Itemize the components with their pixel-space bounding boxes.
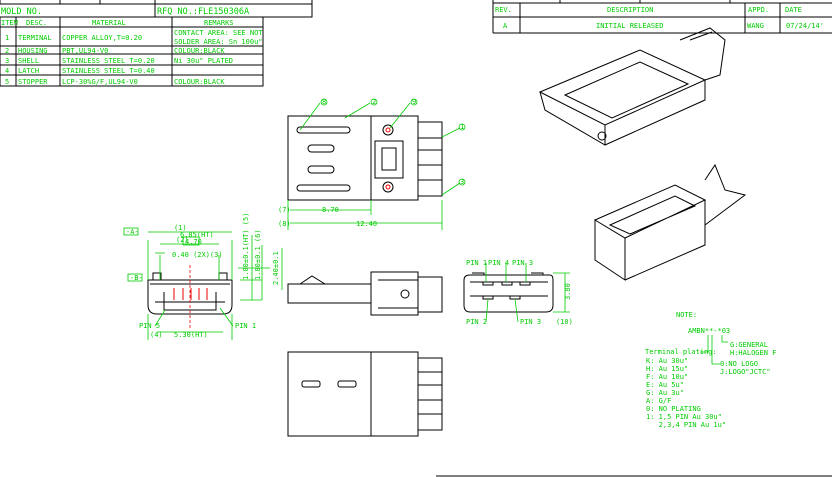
end-view: PIN 1 PIN 4 PIN 3 PIN 2 PIN 3 3.80 (10) (463, 259, 573, 326)
dim-7-value: 8.70 (322, 206, 339, 214)
dim-2-label: (2) (176, 236, 189, 244)
h-option: H:HALOGEN F (730, 349, 776, 357)
bom-remarks: COLOUR:BLACK (174, 78, 225, 86)
bom-material: STAINLESS STEEL T=0.40 (62, 67, 155, 75)
rev-value: A (503, 22, 508, 30)
plating-option: A: G/F (646, 397, 671, 405)
plating-option: 1: 1,5 PIN Au 30u" (646, 413, 722, 421)
bom-item: 3 (5, 57, 9, 65)
bom-material: LCP-30%G/F,UL94-V0 (62, 78, 138, 86)
bom-header-item: ITEM (1, 19, 18, 27)
rev-description: INITIAL RELEASED (596, 22, 663, 30)
bom-header-remarks: REMARKS (204, 19, 234, 27)
rev-approver: WANG (747, 22, 764, 30)
rfq-label: RFQ NO.:FLE150306A (157, 7, 249, 17)
pin-5-label: PIN 5 (139, 322, 160, 330)
dim-1-value: 6.85(HT) (180, 231, 214, 239)
isometric-shell-lower (593, 163, 747, 281)
rev-header: REV. (495, 6, 512, 14)
svg-text:8: 8 (322, 98, 326, 106)
datum-b: -B- (130, 274, 143, 282)
bom-desc: SHELL (18, 57, 39, 65)
bom-header-desc: DESC. (26, 19, 47, 27)
pin-1-label: PIN 1 (235, 322, 256, 330)
bom-item: 4 (5, 67, 9, 75)
dim-5: 1.00±0.1(HT) (5) (242, 213, 250, 280)
mold-no-label: MOLD NO. (1, 7, 42, 17)
description-header: DESCRIPTION (607, 6, 653, 14)
plating-title: Terminal plating: (645, 348, 717, 356)
balloon: 9 (410, 98, 418, 106)
plating-option: 0: NO PLATING (646, 405, 701, 413)
bom-desc: TERMINAL (18, 34, 52, 42)
bom-material: STAINLESS STEEL T=0.20 (62, 57, 155, 65)
pin-label: PIN 2 (466, 318, 487, 326)
revision-table: REV. DESCRIPTION APPD. DATE A INITIAL RE… (492, 0, 832, 34)
bom-remarks: CONTACT AREA: SEE NOT (174, 29, 263, 37)
dim-3: 0.40 (2X)(3) (172, 251, 223, 259)
bom-remarks: COLOUR:BLACK (174, 47, 225, 55)
plating-option: H: Au 15u" (646, 365, 688, 373)
svg-text:9: 9 (412, 98, 416, 106)
bom-desc: HOUSING (18, 47, 48, 55)
logo-option-0: 0:NO LOGO (720, 360, 758, 368)
dim-1-label: (1) (174, 224, 187, 232)
pin-label: PIN 3 (512, 259, 533, 267)
bom-material: PBT,UL94-V0 (62, 47, 108, 55)
dim-4-value: 5.30(HT) (174, 331, 208, 339)
svg-text:2: 2 (372, 98, 376, 106)
bom-header-material: MATERIAL (92, 19, 126, 27)
balloon: 8 (320, 98, 328, 106)
bom-item: 2 (5, 47, 9, 55)
pin-label: PIN 1 (466, 259, 487, 267)
dim-2-value: 4.70 (185, 238, 202, 246)
dim-4-label: (4) (150, 331, 163, 339)
logo-option-j: J:LOGO"JCTC" (720, 368, 771, 376)
top-view: 8 2 9 1 3 (7) 8.70 (8) 12.40 (278, 98, 466, 230)
balloon: 1 (458, 123, 466, 131)
bom-remarks: SOLDER AREA: Sn 100u" (174, 38, 263, 46)
pin-label: PIN 4 (488, 259, 509, 267)
balloon: 3 (458, 178, 466, 186)
pin-label: PIN 3 (520, 318, 541, 326)
svg-text:3: 3 (460, 178, 464, 186)
dim-v3: 2.40±0.1 (272, 251, 280, 285)
bom-item: 1 (5, 34, 9, 42)
part-number: AMBN**-*03 (688, 327, 730, 335)
bottom-view (287, 351, 443, 437)
rev-date: 07/24/14' (786, 22, 824, 30)
svg-text:1: 1 (460, 123, 464, 131)
plating-option: G: Au 3u" (646, 389, 684, 397)
dim-6: 1.80±0.1 (6) (254, 229, 262, 280)
plating-option: 2,3,4 PIN Au 1u" (646, 421, 726, 429)
date-header: DATE (785, 6, 802, 14)
appd-header: APPD. (748, 6, 769, 14)
front-view: -A- -B- (1) 6.85(HT) (2) 4.70 0.40 (2X)(… (123, 213, 283, 340)
g-option: G:GENERAL (730, 341, 768, 349)
isometric-shell-upper (538, 27, 726, 146)
note-block: NOTE: AMBN**-*03 G:GENERAL H:HALOGEN F 0… (645, 311, 776, 429)
note-title: NOTE: (676, 311, 697, 319)
bom-table: MOLD NO. RFQ NO.:FLE150306A ITEM DESC. M… (0, 0, 313, 87)
plating-option: K: Au 30u" (646, 357, 688, 365)
plating-option: E: Au 5u" (646, 381, 684, 389)
side-view (287, 271, 443, 316)
dim-8-label: (8) (278, 220, 291, 228)
bom-remarks: Ni 30u" PLATED (174, 57, 233, 65)
datum-a: -A- (126, 228, 139, 236)
bom-desc: LATCH (18, 67, 39, 75)
dim-10: (10) (556, 318, 573, 326)
dim-7-label: (7) (278, 206, 291, 214)
bom-item: 5 (5, 78, 9, 86)
balloon: 2 (370, 98, 378, 106)
dim-h: 3.80 (564, 283, 572, 300)
bom-desc: STOPPER (18, 78, 48, 86)
bom-material: COPPER ALLOY,T=0.20 (62, 34, 142, 42)
plating-option: F: Au 10u" (646, 373, 688, 381)
dim-8-value: 12.40 (356, 220, 377, 228)
